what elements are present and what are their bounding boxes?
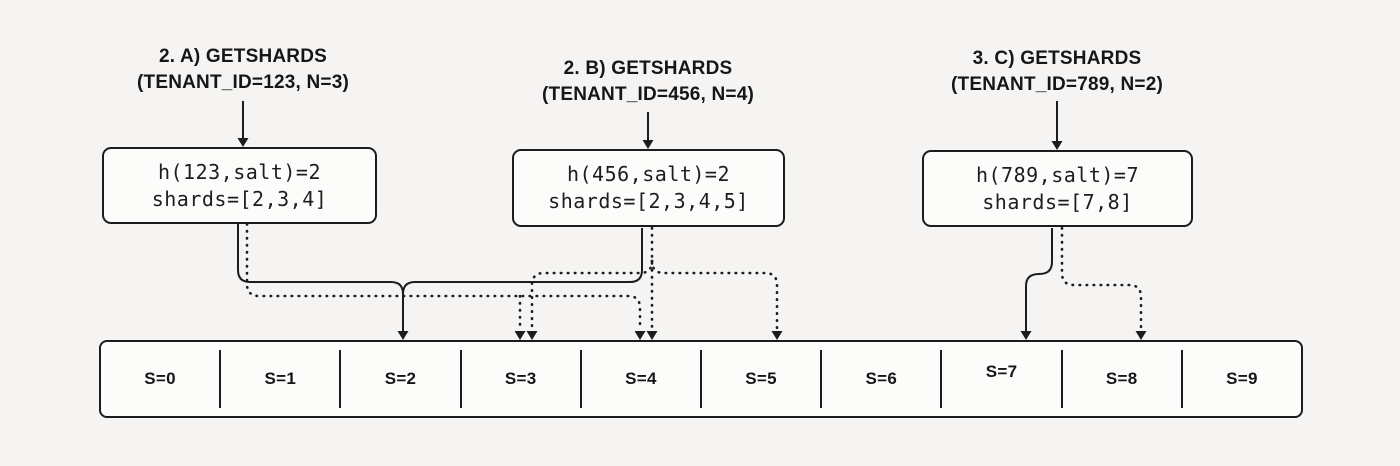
shard-divider xyxy=(219,350,222,408)
shard-cell-label: S=3 xyxy=(504,369,537,388)
arrowhead-s5 xyxy=(771,331,783,340)
shard-cell-label: S=8 xyxy=(1105,369,1138,388)
shard-cell: S=9 xyxy=(1183,342,1301,416)
arrowhead-s3-right xyxy=(526,331,538,340)
arrowhead-s3-left xyxy=(514,331,526,340)
shard-cell-label: S=0 xyxy=(144,369,176,388)
arrow-b-solid-to-s2 xyxy=(402,228,643,295)
hash-box-c: h(789,salt)=7 shards=[7,8] xyxy=(922,150,1193,227)
shard-divider xyxy=(459,350,462,408)
call-label-c: 3. C) GETSHARDS (TENANT_ID=789, N=2) xyxy=(907,46,1207,98)
shard-divider xyxy=(700,350,703,408)
call-a-args: (TENANT_ID=123, N=3) xyxy=(136,72,349,93)
shard-cell: S=0 xyxy=(101,342,219,416)
hash-box-c-shards: shards=[7,8] xyxy=(982,189,1133,214)
shard-cell: S=5 xyxy=(702,342,820,416)
shard-cell: S=8 xyxy=(1063,342,1181,416)
hash-box-a-hash: h(123,salt)=2 xyxy=(157,159,322,184)
arrow-b-dotted-to-s5 xyxy=(650,259,779,332)
shard-cell-label: S=7 xyxy=(985,362,1018,381)
call-c-title: 3. C) GETSHARDS xyxy=(972,48,1142,69)
shard-divider xyxy=(820,350,823,408)
hash-box-b-hash: h(456,salt)=2 xyxy=(566,162,731,186)
shard-cell: S=3 xyxy=(462,342,580,416)
arrowhead-s7 xyxy=(1020,331,1032,340)
shard-divider xyxy=(940,350,943,408)
shard-cell-label: S=2 xyxy=(384,369,417,388)
shard-row: S=0 S=1 S=2 S=3 S=4 S=5 S=6 S=7 S=8 S=9 xyxy=(99,340,1303,418)
shard-cell: S=7 xyxy=(942,342,1060,416)
arrow-c-solid-to-s7 xyxy=(1025,228,1053,331)
call-b-title: 2. B) GETSHARDS xyxy=(563,58,733,79)
arrowhead-label-b xyxy=(642,140,654,149)
shard-divider xyxy=(1180,350,1183,408)
call-label-a: 2. A) GETSHARDS (TENANT_ID=123, N=3) xyxy=(93,44,393,96)
shard-cell-label: S=6 xyxy=(865,369,898,388)
shard-cell: S=4 xyxy=(582,342,700,416)
shard-cell-label: S=9 xyxy=(1226,369,1258,388)
hash-box-a-shards: shards=[2,3,4] xyxy=(151,186,328,211)
hash-box-b-shards: shards=[2,3,4,5] xyxy=(548,189,749,213)
shard-cell: S=6 xyxy=(822,342,940,416)
shard-cell: S=1 xyxy=(221,342,339,416)
arrowhead-s2 xyxy=(397,331,409,340)
shard-divider xyxy=(339,350,342,408)
hash-box-a: h(123,salt)=2 shards=[2,3,4] xyxy=(102,147,377,224)
call-c-args: (TENANT_ID=789, N=2) xyxy=(950,74,1163,95)
arrowhead-label-c xyxy=(1051,141,1063,150)
arrowhead-s4-left xyxy=(634,331,646,340)
arrowhead-s8 xyxy=(1135,331,1147,340)
arrow-a-dotted-to-s4 xyxy=(245,222,642,332)
hash-box-c-hash: h(789,salt)=7 xyxy=(975,162,1140,187)
shard-cell-label: S=5 xyxy=(745,369,777,388)
shard-cell-label: S=1 xyxy=(264,369,297,388)
shard-divider xyxy=(1060,350,1063,408)
arrow-c-dotted-to-s8 xyxy=(1060,226,1143,332)
hash-box-b: h(456,salt)=2 shards=[2,3,4,5] xyxy=(512,149,785,227)
arrowhead-s4-right xyxy=(646,331,658,340)
shard-cell: S=2 xyxy=(341,342,459,416)
call-b-args: (TENANT_ID=456, N=4) xyxy=(541,84,754,105)
shard-divider xyxy=(579,350,582,408)
call-a-title: 2. A) GETSHARDS xyxy=(158,46,328,67)
call-label-b: 2. B) GETSHARDS (TENANT_ID=456, N=4) xyxy=(498,56,798,108)
arrow-b-dotted-to-s3 xyxy=(530,259,654,332)
arrow-a-solid-to-s2 xyxy=(237,224,404,331)
arrowhead-label-a xyxy=(237,138,249,147)
shard-cell-label: S=4 xyxy=(625,369,657,388)
